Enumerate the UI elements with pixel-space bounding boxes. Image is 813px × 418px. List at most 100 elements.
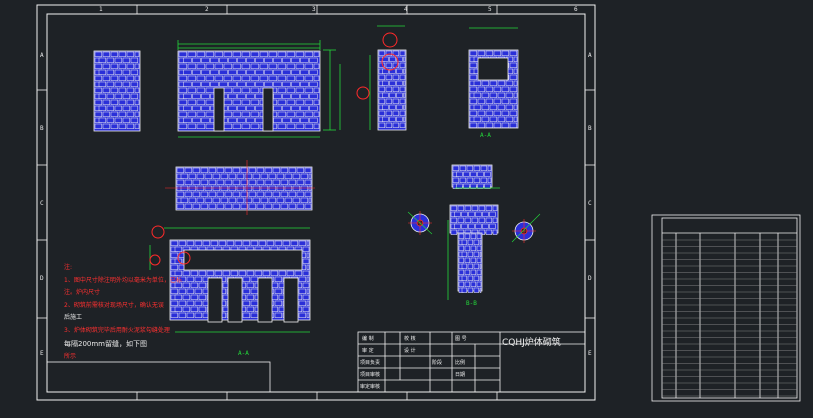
brick: [98, 81, 107, 87]
brick: [250, 123, 260, 129]
brick: [471, 205, 479, 211]
brick: [484, 171, 491, 177]
brick: [256, 167, 265, 173]
brick: [509, 98, 518, 104]
brick-view-end-2[interactable]: [468, 49, 519, 129]
brick: [264, 81, 273, 87]
brick: [237, 69, 246, 75]
brick: [187, 51, 197, 57]
brick: [302, 270, 310, 276]
brick: [208, 167, 217, 173]
brick: [94, 63, 103, 69]
column-label: 4: [404, 6, 408, 13]
brick: [456, 171, 463, 177]
brick: [513, 56, 518, 62]
brick: [214, 75, 224, 81]
brick: [206, 270, 215, 276]
brick: [272, 167, 281, 173]
brick-view-front[interactable]: [177, 50, 321, 132]
brick: [110, 51, 119, 57]
brick: [190, 282, 199, 288]
brick: [250, 312, 259, 318]
brick: [304, 191, 312, 197]
brick: [458, 257, 465, 263]
brick: [259, 51, 269, 57]
brick: [459, 165, 467, 171]
brick: [492, 217, 498, 223]
brick: [378, 74, 386, 80]
row-label: A: [40, 52, 44, 59]
parts-list-rows: [662, 239, 797, 397]
brick: [232, 75, 242, 81]
brick: [224, 179, 233, 185]
brick: [300, 69, 309, 75]
brick: [196, 51, 206, 57]
brick: [298, 300, 307, 306]
brick: [192, 117, 201, 123]
brick: [300, 117, 309, 123]
brick-view-end-1[interactable]: [377, 49, 407, 131]
brick: [194, 276, 203, 282]
row-label: B: [40, 125, 44, 132]
brick: [198, 270, 207, 276]
brick-view-side[interactable]: [93, 50, 141, 132]
brick: [219, 81, 228, 87]
brick: [264, 179, 273, 185]
brick: [464, 245, 471, 251]
brick-view-detail[interactable]: [449, 164, 499, 293]
brick: [485, 86, 494, 92]
brick: [102, 63, 111, 69]
brick: [202, 240, 211, 246]
brick: [94, 51, 103, 57]
brick: [264, 57, 273, 63]
brick: [392, 86, 400, 92]
brick: [210, 81, 219, 87]
brick: [272, 191, 281, 197]
brick: [309, 81, 318, 87]
brick: [300, 105, 309, 111]
brick: [232, 167, 241, 173]
row-label: D: [588, 275, 592, 282]
brick: [300, 93, 309, 99]
brick: [396, 116, 403, 122]
brick: [309, 105, 318, 111]
brick: [389, 68, 396, 74]
brick-view-section[interactable]: [169, 239, 311, 323]
title-block-cell: 校 核: [404, 336, 416, 342]
brick: [306, 264, 310, 270]
brick: [246, 282, 255, 288]
brick: [241, 51, 251, 57]
brick: [308, 197, 312, 203]
brick: [477, 98, 486, 104]
brick: [264, 167, 273, 173]
brick: [118, 123, 127, 129]
brick: [223, 111, 233, 117]
brick: [182, 306, 191, 312]
brick: [461, 287, 468, 293]
brick: [258, 240, 267, 246]
brick: [254, 270, 263, 276]
brick: [399, 122, 406, 128]
brick: [480, 177, 488, 183]
brick: [134, 51, 140, 57]
brick: [248, 179, 257, 185]
brick: [232, 63, 242, 69]
brick: [188, 197, 197, 203]
brick: [246, 294, 255, 300]
drawing-title: CQHJ炉体砌筑: [502, 338, 561, 348]
brick: [304, 99, 314, 105]
brick: [200, 179, 209, 185]
brick: [228, 69, 237, 75]
brick: [403, 80, 406, 86]
brick: [220, 197, 229, 203]
brick: [481, 92, 490, 98]
brick: [134, 87, 140, 93]
notes-heading: 注:: [64, 264, 73, 271]
brick: [476, 257, 482, 263]
brick-view-plan[interactable]: [175, 166, 313, 211]
brick: [237, 81, 246, 87]
brick: [489, 211, 496, 217]
opening: [213, 87, 225, 132]
brick: [475, 211, 482, 217]
